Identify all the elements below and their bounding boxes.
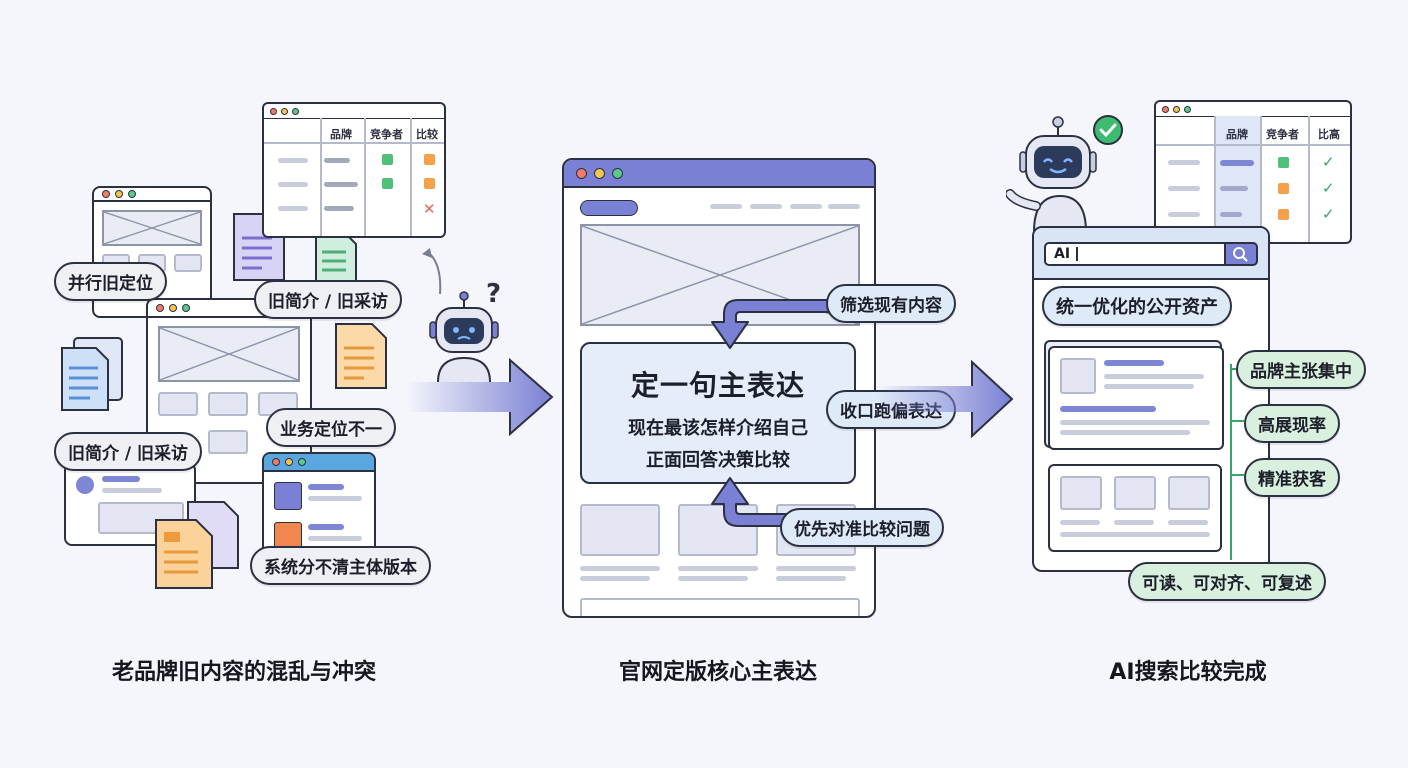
- comparison-table-clean: 品牌 竞争者 比高 ✓ ✓ ✓: [1154, 100, 1352, 244]
- core-statement-title: 定一句主表达: [630, 369, 805, 402]
- check-icon: ✓: [1322, 179, 1335, 197]
- table-header-higher-clean: 比高: [1318, 128, 1340, 141]
- label-brand-focus: 品牌主张集中: [1236, 350, 1366, 389]
- filter-arrow: [711, 299, 837, 349]
- old-page-window-back: [92, 186, 212, 318]
- cross-icon: ✕: [423, 200, 436, 218]
- label-parallel-positioning: 并行旧定位: [54, 262, 167, 301]
- question-arrow: [422, 248, 442, 295]
- official-site-window: [562, 158, 876, 618]
- label-unified-assets: 统一优化的公开资产: [1042, 286, 1232, 326]
- svg-text:?: ?: [486, 279, 501, 309]
- search-button[interactable]: [1224, 242, 1258, 266]
- middle-caption: 官网定版核心主表达: [618, 660, 817, 685]
- table-header-competitor-clean: 竞争者: [1266, 128, 1299, 141]
- table-header-brand: 品牌: [330, 128, 352, 141]
- search-input[interactable]: AI: [1044, 242, 1256, 266]
- label-readable-alignable: 可读、可对齐、可复述: [1128, 562, 1326, 601]
- table-header-brand-clean: 品牌: [1226, 128, 1248, 141]
- table-header-competitor: 竞争者: [370, 128, 403, 141]
- site-logo: [580, 200, 638, 216]
- system-window: [262, 452, 376, 564]
- orange-document-icon-2: [155, 519, 213, 589]
- label-system-confusion: 系统分不清主体版本: [250, 546, 431, 585]
- result-card-grid: [1048, 464, 1222, 552]
- label-old-intro-bottom: 旧简介 / 旧采访: [54, 432, 203, 471]
- core-statement-card: 定一句主表达 现在最该怎样介绍自己 正面回答决策比较: [580, 342, 856, 484]
- label-high-exposure: 高展现率: [1244, 404, 1340, 443]
- check-icon: ✓: [1322, 205, 1335, 223]
- document-icon: [61, 337, 123, 411]
- label-old-intro-top: 旧简介 / 旧采访: [254, 280, 403, 319]
- search-query: AI: [1054, 246, 1071, 262]
- flow-arrow-right: [876, 360, 1014, 438]
- left-caption: 老品牌旧内容的混乱与冲突: [111, 660, 376, 685]
- orange-document-icon: [335, 323, 387, 389]
- label-filter-content: 筛选现有内容: [826, 284, 956, 323]
- confused-robot-icon: ?: [429, 279, 501, 383]
- flow-arrow-left: [406, 358, 554, 436]
- avatar: [76, 476, 94, 494]
- label-precise-acquisition: 精准获客: [1244, 458, 1340, 497]
- table-header-compare: 比较: [416, 128, 438, 141]
- core-statement-line1: 现在最该怎样介绍自己: [628, 418, 808, 439]
- ai-search-window: AI: [1032, 226, 1270, 572]
- label-prioritize-comparison: 优先对准比较问题: [780, 508, 944, 547]
- comparison-table-messy: 品牌 竞争者 比较 ✕: [262, 102, 446, 238]
- right-caption: AI搜索比较完成: [1109, 660, 1267, 685]
- core-statement-line2: 正面回答决策比较: [646, 450, 790, 471]
- happy-robot-icon: [1006, 115, 1123, 233]
- search-icon: [1233, 247, 1248, 262]
- check-icon: ✓: [1322, 153, 1335, 171]
- label-business-positioning: 业务定位不一: [266, 408, 396, 447]
- green-document-icon: [315, 231, 357, 285]
